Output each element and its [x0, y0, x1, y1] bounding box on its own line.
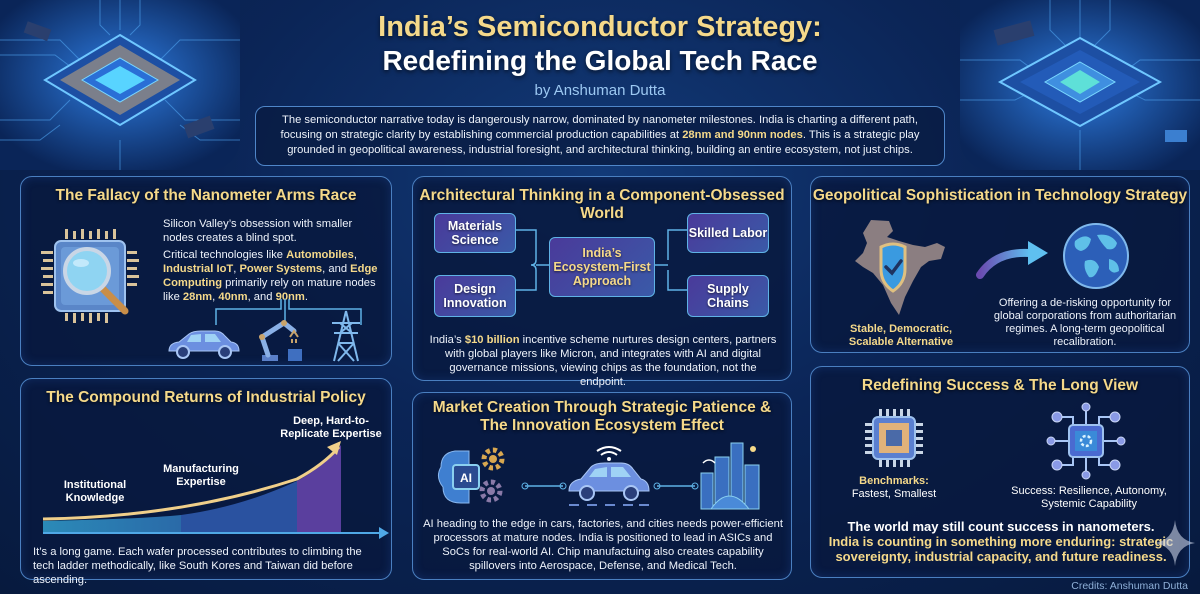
- panel-title: Market Creation Through Strategic Patien…: [432, 399, 772, 434]
- globe-icon: [1063, 223, 1129, 289]
- page-subtitle: Redefining the Global Tech Race: [382, 45, 818, 76]
- panel-nanometer-fallacy: The Fallacy of the Nanometer Arms Race S…: [20, 176, 392, 366]
- india-map-shield-icon: [855, 220, 945, 315]
- india-label: Stable, Democratic, Scalable Alternative: [848, 323, 954, 348]
- stage-manufacturing-expertise: Manufacturing Expertise: [163, 463, 239, 488]
- success-label: Success: Resilience, Autonomy, Systemic …: [1011, 485, 1167, 510]
- page-title: India’s Semiconductor Strategy:: [378, 11, 822, 43]
- closing-statement: The world may still count success in nan…: [828, 519, 1174, 564]
- intro-highlight: 28nm and 90nm nodes: [682, 129, 803, 141]
- growth-curve-icon: [42, 441, 389, 539]
- fallacy-text: Silicon Valley’s obsession with smaller …: [163, 218, 378, 303]
- circuit-chip-illustration-right: [960, 0, 1200, 170]
- intro-summary: The semiconductor narrative today is dan…: [255, 106, 945, 166]
- link-connector: [521, 482, 567, 490]
- panel-title: Redefining Success & The Long View: [861, 377, 1139, 394]
- network-chip-icon: [1046, 402, 1126, 480]
- chip-icon: [0, 0, 240, 170]
- panel-compound-returns: The Compound Returns of Industrial Polic…: [20, 378, 392, 586]
- benchmark-label: Benchmarks: Fastest, Smallest: [851, 475, 937, 500]
- benchmark-chip-icon: [865, 409, 923, 467]
- ai-brain-gears-icon: AI: [437, 447, 505, 504]
- box-skilled-labor: Skilled Labor: [687, 213, 769, 253]
- sparkle-icon: [1155, 520, 1195, 566]
- svg-text:AI: AI: [460, 471, 472, 485]
- panel-title: Geopolitical Sophistication in Technolog…: [812, 187, 1188, 204]
- connected-car-icon: [568, 446, 650, 506]
- robot-arm-icon: [259, 319, 302, 361]
- market-text: AI heading to the edge in cars, factorie…: [423, 518, 783, 572]
- panel-title: Architectural Thinking in a Component-Ob…: [419, 187, 785, 222]
- compound-text: It’s a long game. Each wafer processed c…: [33, 546, 362, 586]
- panel-title: The Compound Returns of Industrial Polic…: [46, 389, 366, 406]
- link-connector: [653, 482, 699, 490]
- arrow-right-icon: [976, 241, 1048, 279]
- panel-market-creation: Market Creation Through Strategic Patien…: [412, 392, 792, 580]
- box-supply-chains: Supply Chains: [687, 275, 769, 317]
- box-ecosystem-first: India’s Ecosystem-First Approach: [549, 237, 655, 297]
- smart-city-icon: [700, 442, 760, 510]
- credits: Credits: Anshuman Dutta: [1071, 580, 1188, 592]
- chip-icon: [960, 0, 1200, 170]
- diagram-connectors: [513, 229, 689, 291]
- panel-geopolitical: Geopolitical Sophistication in Technolog…: [810, 176, 1190, 353]
- byline: by Anshuman Dutta: [534, 82, 666, 99]
- geopolitical-text: Offering a de-risking opportunity for gl…: [993, 297, 1177, 348]
- stage-institutional-knowledge: Institutional Knowledge: [63, 479, 127, 504]
- header: India’s Semiconductor Strategy: Redefini…: [300, 10, 900, 99]
- panel-architectural-thinking: Architectural Thinking in a Component-Ob…: [412, 176, 792, 388]
- stage-deep-expertise: Deep, Hard-to-Replicate Expertise: [280, 415, 382, 440]
- box-materials-science: Materials Science: [434, 213, 516, 253]
- chip-magnifier-icon: [41, 229, 139, 323]
- panel-title: The Fallacy of the Nanometer Arms Race: [55, 187, 357, 204]
- circuit-chip-illustration-left: [0, 0, 240, 170]
- car-icon: [168, 330, 240, 359]
- architecture-text: India’s $10 billion incentive scheme nur…: [429, 334, 777, 388]
- panel-redefining-success: Redefining Success & The Long View Bench…: [810, 366, 1190, 578]
- power-tower-icon: [332, 310, 360, 362]
- box-design-innovation: Design Innovation: [434, 275, 516, 317]
